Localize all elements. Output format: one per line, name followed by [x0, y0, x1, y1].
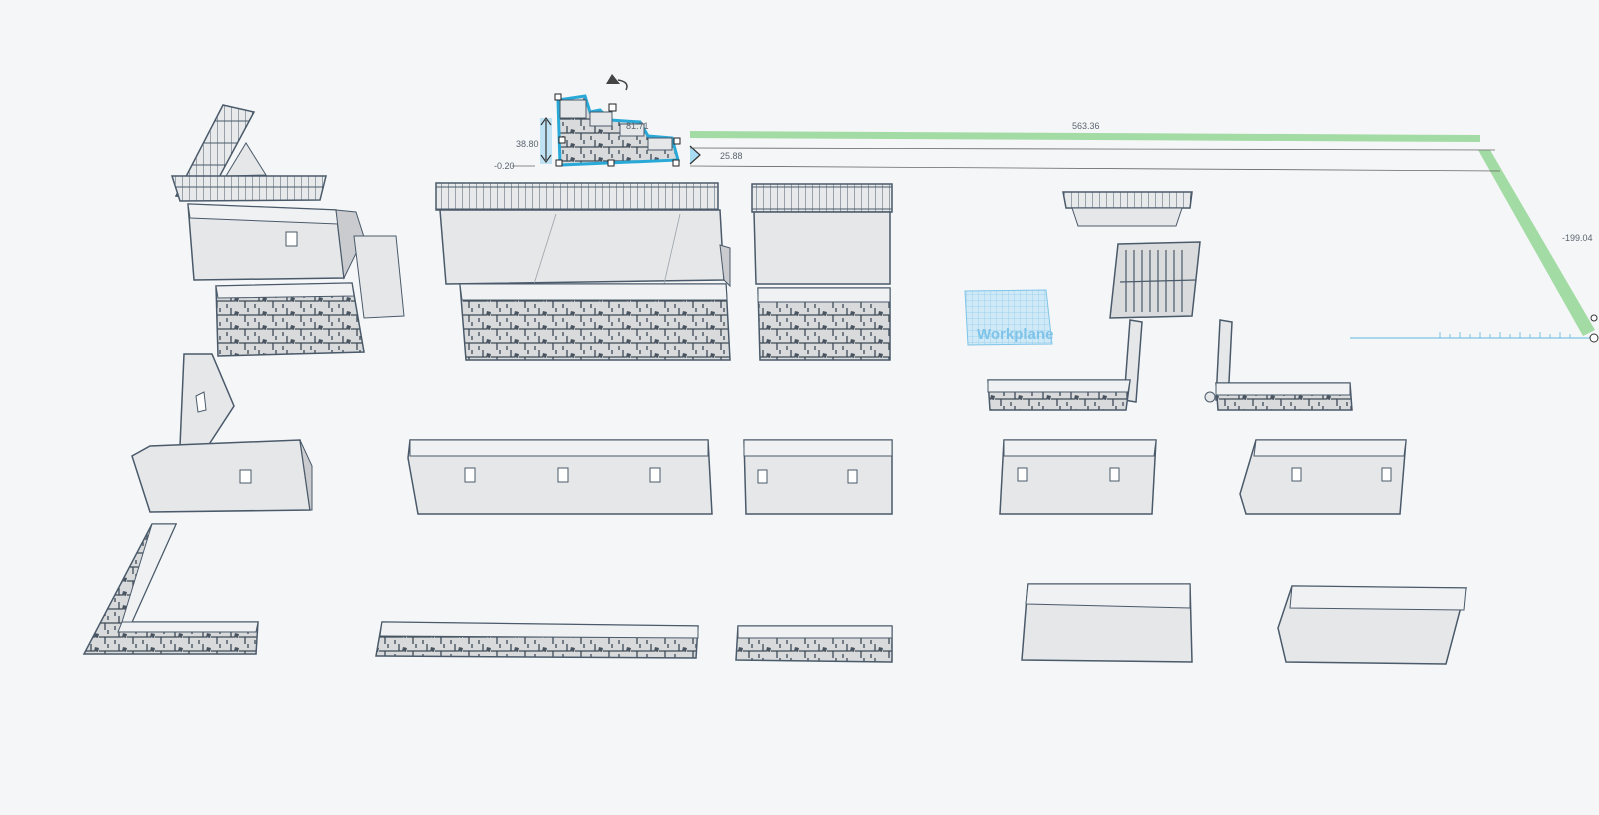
depth-arrow-icon: [689, 145, 701, 165]
long-wall-part[interactable]: [435, 182, 731, 361]
wall-2-window-part[interactable]: [743, 439, 893, 515]
width-dimension-label[interactable]: 81.71: [626, 121, 649, 131]
l-stone-base-part[interactable]: [82, 523, 259, 655]
rotate-handle-icon[interactable]: [606, 74, 628, 91]
wall-3-window-part[interactable]: [407, 439, 713, 515]
block-part[interactable]: [1021, 583, 1193, 663]
height-dimension-label[interactable]: 38.80: [516, 139, 539, 149]
long-stone-base-part[interactable]: [375, 621, 699, 659]
stone-corner-part-left[interactable]: [987, 319, 1143, 411]
stone-corner-part-right[interactable]: [1204, 319, 1353, 411]
workplane-marker[interactable]: Workplane: [964, 289, 1053, 346]
house-part[interactable]: [170, 104, 405, 357]
selected-part[interactable]: [556, 94, 680, 167]
ruler-x-distance[interactable]: 563.36: [1072, 121, 1100, 131]
l-wall-part[interactable]: [131, 353, 313, 513]
workplane-label: Workplane: [977, 326, 1053, 343]
gate-part[interactable]: [1062, 191, 1201, 319]
short-wall-part[interactable]: [751, 183, 893, 361]
resize-handles[interactable]: [554, 93, 681, 167]
ruler-y-distance[interactable]: -199.04: [1562, 233, 1593, 243]
short-stone-base-part[interactable]: [735, 625, 893, 663]
ruler[interactable]: [689, 131, 1599, 343]
height-arrow-icon: [540, 116, 552, 164]
wall-2-window-part-b[interactable]: [999, 439, 1157, 515]
wall-2-window-part-c[interactable]: [1239, 439, 1407, 515]
elevation-dimension-label[interactable]: -0.20: [494, 161, 515, 171]
block-part-b[interactable]: [1277, 585, 1467, 665]
depth-dimension-label[interactable]: 25.88: [720, 151, 743, 161]
